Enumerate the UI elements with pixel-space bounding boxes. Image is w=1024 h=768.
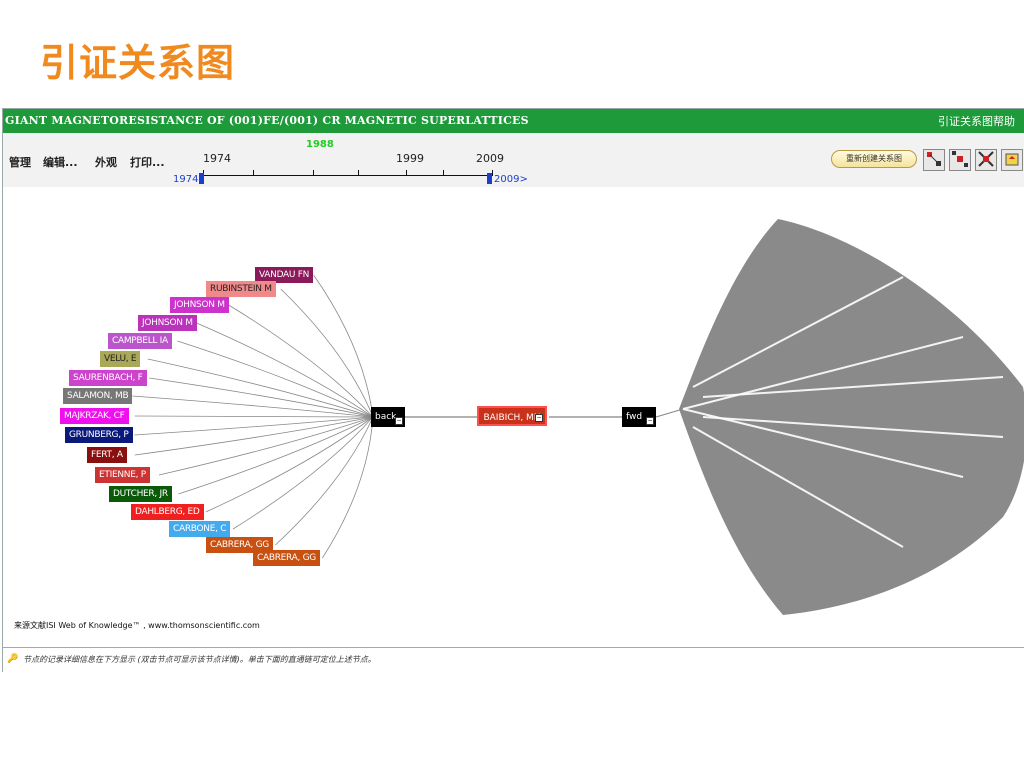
cited-author-node[interactable]: FERT, A xyxy=(87,447,127,463)
cited-author-node[interactable]: CABRERA, GG xyxy=(206,537,273,553)
citation-link xyxy=(228,304,374,418)
citation-link xyxy=(134,416,374,456)
collapse-icon[interactable]: − xyxy=(646,417,654,425)
slide-title: 引证关系图 xyxy=(40,41,236,85)
timeline-selected-year: 1988 xyxy=(306,139,334,150)
layout-collapse-icon[interactable] xyxy=(949,149,971,171)
timeline-tick xyxy=(492,170,493,175)
forward-citations-fan xyxy=(679,219,1024,615)
toolbar: 管理 编辑... 外观 打印... 1988 1974 1999 2009 19… xyxy=(3,133,1024,187)
record-title: GIANT MAGNETORESISTANCE OF (001)FE/(001)… xyxy=(5,114,529,127)
citation-link xyxy=(275,416,374,546)
status-footer: 🔑 节点的记录详细信息在下方显示 (双击节点可显示该节点详情)。单击下面的直通链… xyxy=(3,647,1024,672)
menu-view[interactable]: 外观 xyxy=(95,156,117,169)
citation-link xyxy=(132,395,374,418)
rebuild-map-button[interactable]: 重新创建关系图 xyxy=(831,150,917,168)
citation-link xyxy=(158,416,374,476)
citation-link xyxy=(149,377,374,418)
citation-link xyxy=(134,416,374,436)
help-link[interactable]: 引证关系图帮助 xyxy=(938,115,1015,128)
back-node[interactable]: back − xyxy=(371,407,405,427)
footer-hint: 节点的记录详细信息在下方显示 (双击节点可显示该节点详情)。单击下面的直通链可定… xyxy=(23,655,376,664)
menu-print[interactable]: 打印... xyxy=(130,156,165,169)
timeline-tick xyxy=(406,170,407,175)
export-icon[interactable] xyxy=(1001,149,1023,171)
cited-author-node[interactable]: RUBINSTEIN M xyxy=(206,281,276,297)
cited-author-node[interactable]: MAJKRZAK, CF xyxy=(60,408,129,424)
layout-cross-icon[interactable] xyxy=(975,149,997,171)
fwd-node[interactable]: fwd − xyxy=(622,407,656,427)
fwd-label: fwd xyxy=(626,412,643,422)
citation-link xyxy=(313,274,374,418)
cited-author-node[interactable]: GRUNBERG, P xyxy=(65,427,133,443)
cited-author-node[interactable]: DAHLBERG, ED xyxy=(131,504,204,520)
range-start-label: 1974 xyxy=(173,174,199,185)
cited-author-node[interactable]: JOHNSON M xyxy=(138,315,197,331)
citation-link xyxy=(205,416,374,513)
back-label: back xyxy=(375,412,397,422)
cited-author-node[interactable]: JOHNSON M xyxy=(170,297,229,313)
fan-streak xyxy=(702,416,1004,438)
citation-map-window: GIANT MAGNETORESISTANCE OF (001)FE/(001)… xyxy=(2,108,1024,672)
timeline-label-1974: 1974 xyxy=(203,152,231,165)
cited-author-node[interactable]: VELU, E xyxy=(100,351,141,367)
menu-manage[interactable]: 管理 xyxy=(9,156,31,169)
citation-link xyxy=(196,322,374,418)
source-credit: 来源文献ISI Web of Knowledge™ , www.thomsons… xyxy=(14,621,260,630)
fan-streak xyxy=(692,426,904,548)
cited-author-node[interactable]: SAURENBACH, F xyxy=(69,370,147,386)
cited-author-node[interactable]: DUTCHER, JR xyxy=(109,486,172,502)
citation-link xyxy=(177,340,374,418)
cited-author-node[interactable]: CABRERA, GG xyxy=(253,550,320,566)
timeline-tick xyxy=(203,170,204,175)
timeline-axis xyxy=(203,175,493,176)
citation-link xyxy=(134,415,374,418)
citation-link xyxy=(232,416,374,530)
center-record-node[interactable]: BAIBICH, MN − xyxy=(477,406,547,426)
window-titlebar: GIANT MAGNETORESISTANCE OF (001)FE/(001)… xyxy=(3,109,1024,133)
citation-link xyxy=(322,416,374,559)
key-icon: 🔑 xyxy=(7,654,19,664)
range-start-handle[interactable] xyxy=(199,173,204,184)
timeline-tick xyxy=(443,170,444,175)
cited-author-node[interactable]: CAMPBELL IA xyxy=(108,333,172,349)
cited-author-node[interactable]: VANDAU FN xyxy=(255,267,314,283)
center-record-label: BAIBICH, MN xyxy=(483,413,541,423)
timeline-tick xyxy=(358,170,359,175)
timeline-tick xyxy=(313,170,314,175)
cited-author-node[interactable]: SALAMON, MB xyxy=(63,388,133,404)
collapse-icon[interactable]: − xyxy=(535,414,543,422)
citation-link xyxy=(280,288,374,418)
range-end-label: 2009> xyxy=(494,174,528,185)
range-end-handle[interactable] xyxy=(487,173,492,184)
fan-streak xyxy=(692,276,904,388)
timeline-tick xyxy=(253,170,254,175)
menu-edit[interactable]: 编辑... xyxy=(43,156,78,169)
cited-author-node[interactable]: CARBONE, C xyxy=(169,521,231,537)
cited-author-node[interactable]: ETIENNE, P xyxy=(95,467,150,483)
citation-link xyxy=(147,358,374,418)
fan-streak xyxy=(682,408,964,478)
fan-streak xyxy=(702,376,1004,398)
timeline-label-2009: 2009 xyxy=(476,152,504,165)
collapse-icon[interactable]: − xyxy=(395,417,403,425)
connector-line xyxy=(655,408,684,418)
graph-lines xyxy=(132,219,1024,615)
citation-link xyxy=(178,416,374,495)
layout-expand-icon[interactable] xyxy=(923,149,945,171)
fan-streak xyxy=(682,336,964,410)
timeline-label-1999: 1999 xyxy=(396,152,424,165)
